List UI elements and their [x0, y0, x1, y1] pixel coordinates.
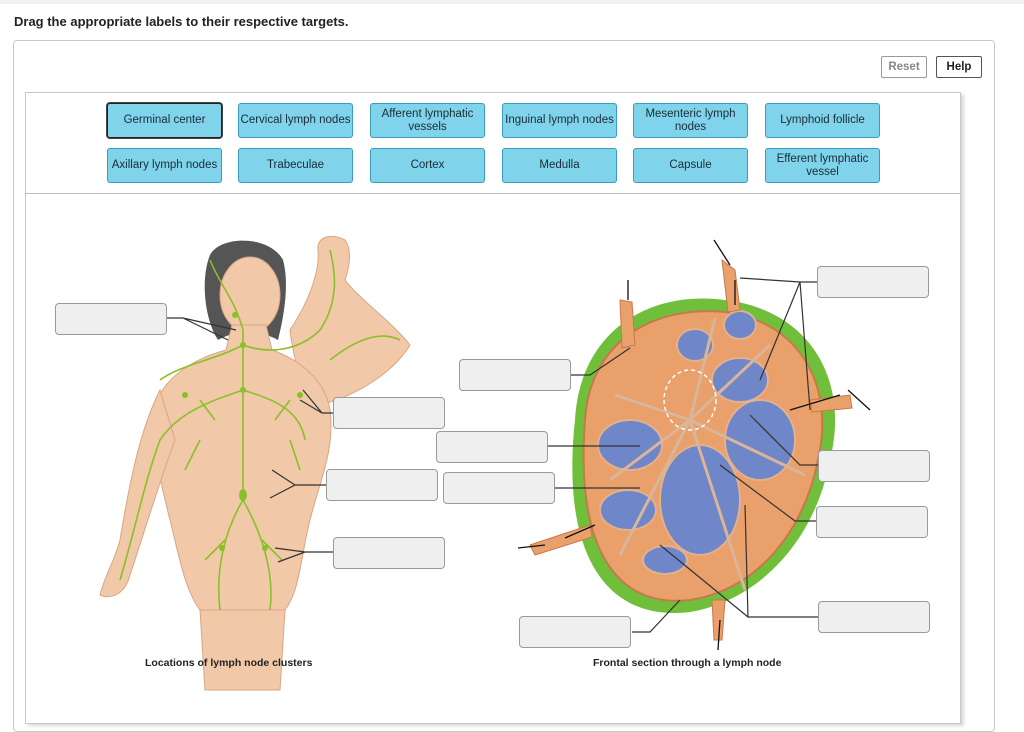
label-trabeculae[interactable]: Trabeculae: [238, 148, 353, 183]
caption-right: Frontal section through a lymph node: [593, 657, 782, 669]
drop-target-7[interactable]: [443, 472, 555, 504]
drop-target-11[interactable]: [816, 506, 928, 538]
anatomy-illustration: [99, 235, 871, 691]
label-medulla[interactable]: Medulla: [502, 148, 617, 183]
drop-target-10[interactable]: [818, 450, 930, 482]
drop-target-2[interactable]: [333, 397, 445, 429]
label-capsule[interactable]: Capsule: [633, 148, 748, 183]
label-cortex[interactable]: Cortex: [370, 148, 485, 183]
drop-target-9[interactable]: [817, 266, 929, 298]
label-cervical-lymph-nodes[interactable]: Cervical lymph nodes: [238, 103, 353, 138]
label-germinal-center[interactable]: Germinal center: [107, 103, 222, 138]
label-bank-divider: [25, 193, 960, 194]
drop-target-3[interactable]: [326, 469, 438, 501]
top-strip: [0, 0, 1024, 4]
label-inguinal-lymph-nodes[interactable]: Inguinal lymph nodes: [502, 103, 617, 138]
drop-target-6[interactable]: [436, 431, 548, 463]
drop-target-12[interactable]: [818, 601, 930, 633]
help-button[interactable]: Help: [936, 56, 982, 78]
instruction-text: Drag the appropriate labels to their res…: [14, 14, 349, 29]
label-axillary-lymph-nodes[interactable]: Axillary lymph nodes: [107, 148, 222, 183]
caption-left: Locations of lymph node clusters: [145, 657, 313, 669]
label-afferent-lymphatic-vessels[interactable]: Afferent lymphatic vessels: [370, 103, 485, 138]
drop-target-4[interactable]: [333, 537, 445, 569]
label-efferent-lymphatic-vessel[interactable]: Efferent lymphatic vessel: [765, 148, 880, 183]
label-lymphoid-follicle[interactable]: Lymphoid follicle: [765, 103, 880, 138]
drop-target-5[interactable]: [459, 359, 571, 391]
human-figure-illustration: [99, 235, 411, 691]
reset-button[interactable]: Reset: [881, 56, 927, 78]
lymph-node-section-illustration: [517, 239, 871, 651]
drop-target-1[interactable]: [55, 303, 167, 335]
drop-target-8[interactable]: [519, 616, 631, 648]
label-mesenteric-lymph-nodes[interactable]: Mesenteric lymph nodes: [633, 103, 748, 138]
